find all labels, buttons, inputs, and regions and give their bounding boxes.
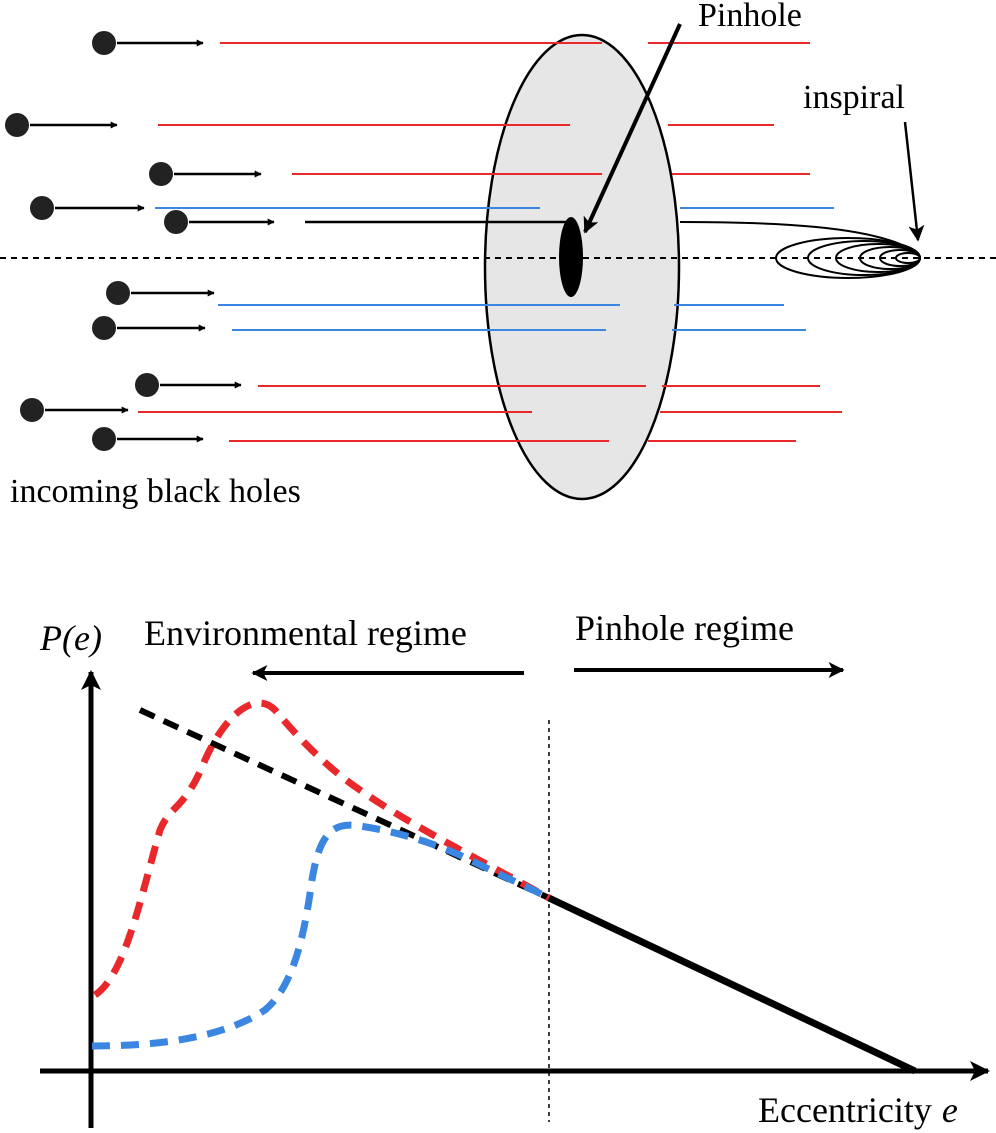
trajectory-lines-left [138, 42, 646, 442]
y-axis-label: P(e) [39, 618, 102, 658]
pinhole-pointer-arrow [583, 23, 682, 234]
black-hole-dot-icon [149, 162, 173, 186]
environmental-regime-label: Environmental regime [144, 613, 467, 653]
bottom-plot: P(e) Environmental regime Pinhole regime… [39, 608, 990, 1130]
incoming-black-holes-label: incoming black holes [10, 473, 301, 510]
inspiral-spiral [679, 221, 921, 279]
black-hole-dot-icon [5, 113, 29, 137]
pinhole-regime-label: Pinhole regime [575, 608, 794, 648]
black-hole-dot-icon [92, 316, 116, 340]
inspiral-label: inspiral [803, 79, 905, 116]
inspiral-pointer-arrow [903, 121, 925, 242]
trajectory-lines-right [648, 42, 842, 442]
black-hole-dot-icon [30, 196, 54, 220]
black-hole-dot-icon [92, 427, 116, 451]
black-hole-dot-icon [92, 31, 116, 55]
black-hole-dot-icon [106, 281, 130, 305]
black-hole-dot-icon [135, 373, 159, 397]
pinhole-regime-line [547, 894, 917, 1075]
x-axis-label-text: Eccentricity [758, 1090, 932, 1130]
black-hole-dot-icon [164, 210, 188, 234]
x-axis-symbol: e [942, 1090, 958, 1130]
black-hole-dot-icon [20, 398, 44, 422]
incoming-black-holes [5, 31, 275, 451]
pinhole [559, 217, 583, 297]
pinhole-label: Pinhole [698, 0, 802, 34]
red-dashed-curve [92, 699, 551, 998]
top-diagram: Pinhole inspiral incoming black holes [0, 0, 996, 510]
